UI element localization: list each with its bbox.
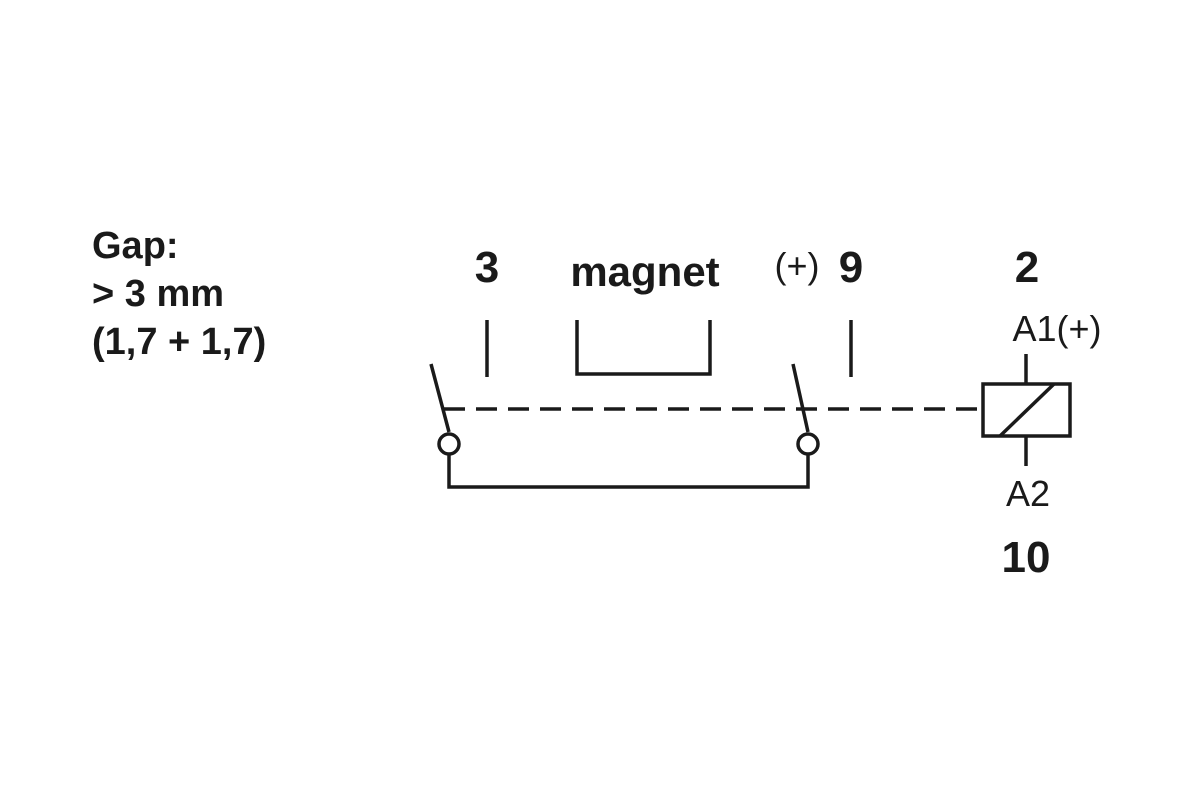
terminal-3-label: 3 xyxy=(475,243,499,292)
gap-note-title: Gap: xyxy=(92,225,179,267)
magnet-bracket xyxy=(575,320,712,376)
gap-note-breakdown: (1,7 + 1,7) xyxy=(92,321,267,363)
coil-a1-label: A1(+) xyxy=(1012,308,1101,349)
terminal-10-label: 10 xyxy=(1002,533,1051,582)
left-switch-pivot xyxy=(437,432,461,456)
terminal-2-label: 2 xyxy=(1015,243,1039,292)
relay-coil-slash xyxy=(998,382,1056,438)
left-switch-blade xyxy=(429,363,451,433)
right-switch-pivot xyxy=(796,432,820,456)
coil-a2-label: A2 xyxy=(1006,473,1050,514)
right-switch-blade xyxy=(791,363,810,433)
magnet-label: magnet xyxy=(570,248,719,295)
gap-note-value: > 3 mm xyxy=(92,273,225,315)
bridge-wire xyxy=(447,454,810,489)
terminal-9-label: 9 xyxy=(839,243,863,292)
plus-polarity-label: (+) xyxy=(775,245,820,286)
gap-note: Gap: > 3 mm (1,7 + 1,7) xyxy=(92,222,266,366)
